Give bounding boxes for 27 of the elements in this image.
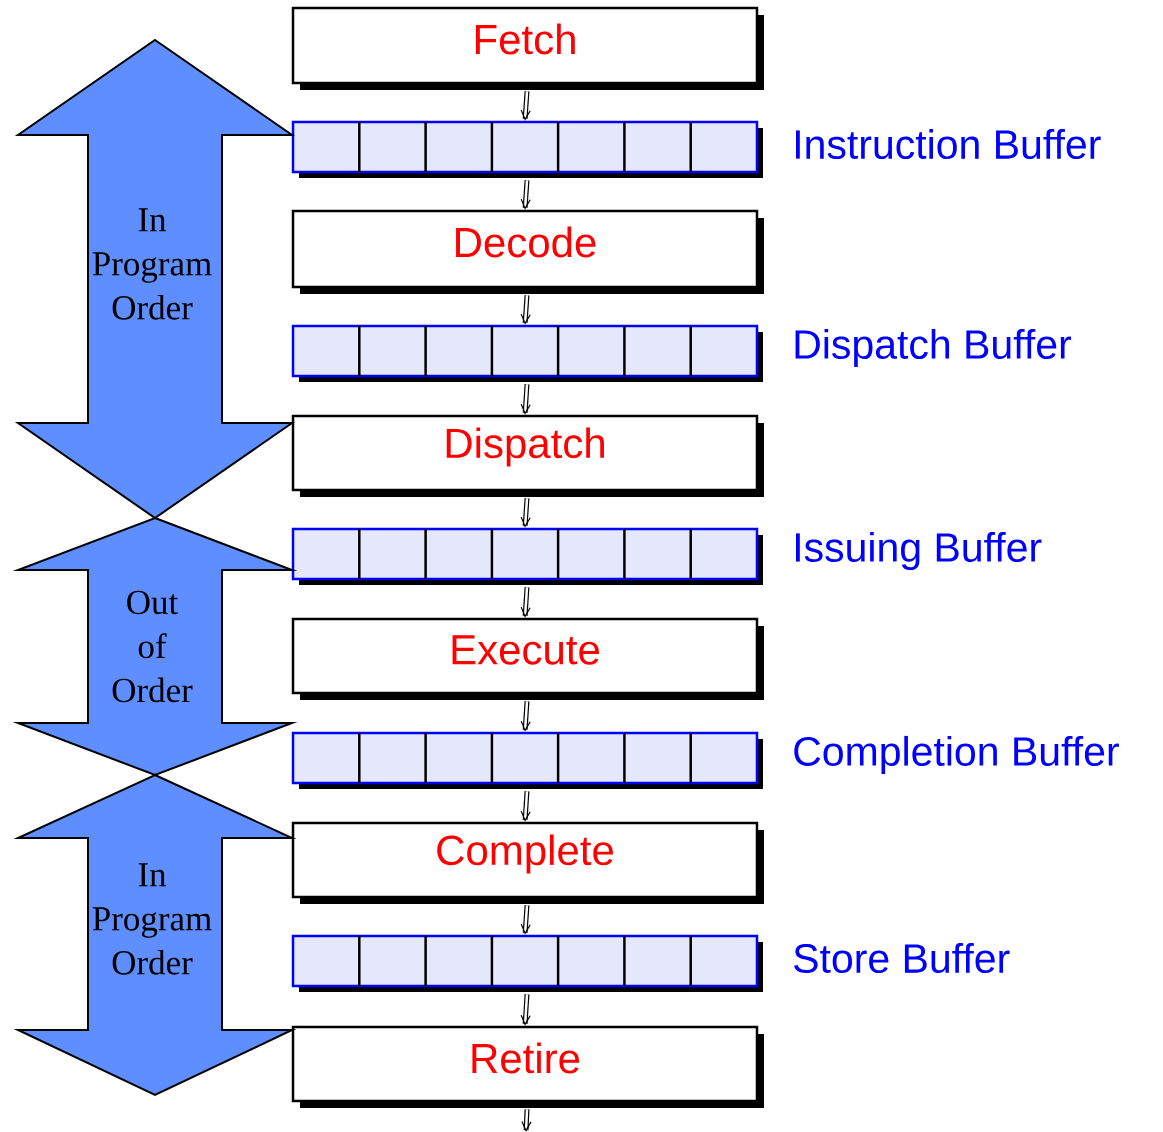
stage-box: Execute — [291, 617, 764, 700]
stage-box: Decode — [291, 209, 764, 294]
stage-box: Complete — [291, 821, 764, 904]
stage-box: Fetch — [291, 6, 764, 90]
arrow — [520, 587, 531, 618]
arrow — [520, 180, 531, 210]
arrow — [520, 384, 531, 415]
buffer-bar — [291, 527, 763, 585]
buffer-label: Store Buffer — [794, 942, 1010, 974]
arrow — [521, 1109, 532, 1132]
buffer-label: Instruction Buffer — [796, 128, 1101, 160]
buffer-bar — [291, 731, 763, 789]
buffer-label: Completion Buffer — [794, 735, 1119, 775]
arrow — [520, 905, 531, 935]
arrow — [520, 791, 531, 822]
arrow — [520, 498, 531, 528]
buffer-label: Dispatch Buffer — [795, 328, 1072, 368]
arrow — [520, 994, 531, 1026]
arrow — [520, 91, 531, 121]
stage-box: Dispatch — [291, 414, 764, 497]
arrow — [520, 295, 531, 325]
buffer-bar — [291, 324, 763, 382]
stage-box: Retire — [291, 1025, 764, 1108]
buffer-bar — [291, 120, 763, 178]
arrow — [520, 701, 531, 732]
buffer-label: Issuing Buffer — [796, 531, 1042, 571]
buffer-bar — [291, 934, 763, 992]
